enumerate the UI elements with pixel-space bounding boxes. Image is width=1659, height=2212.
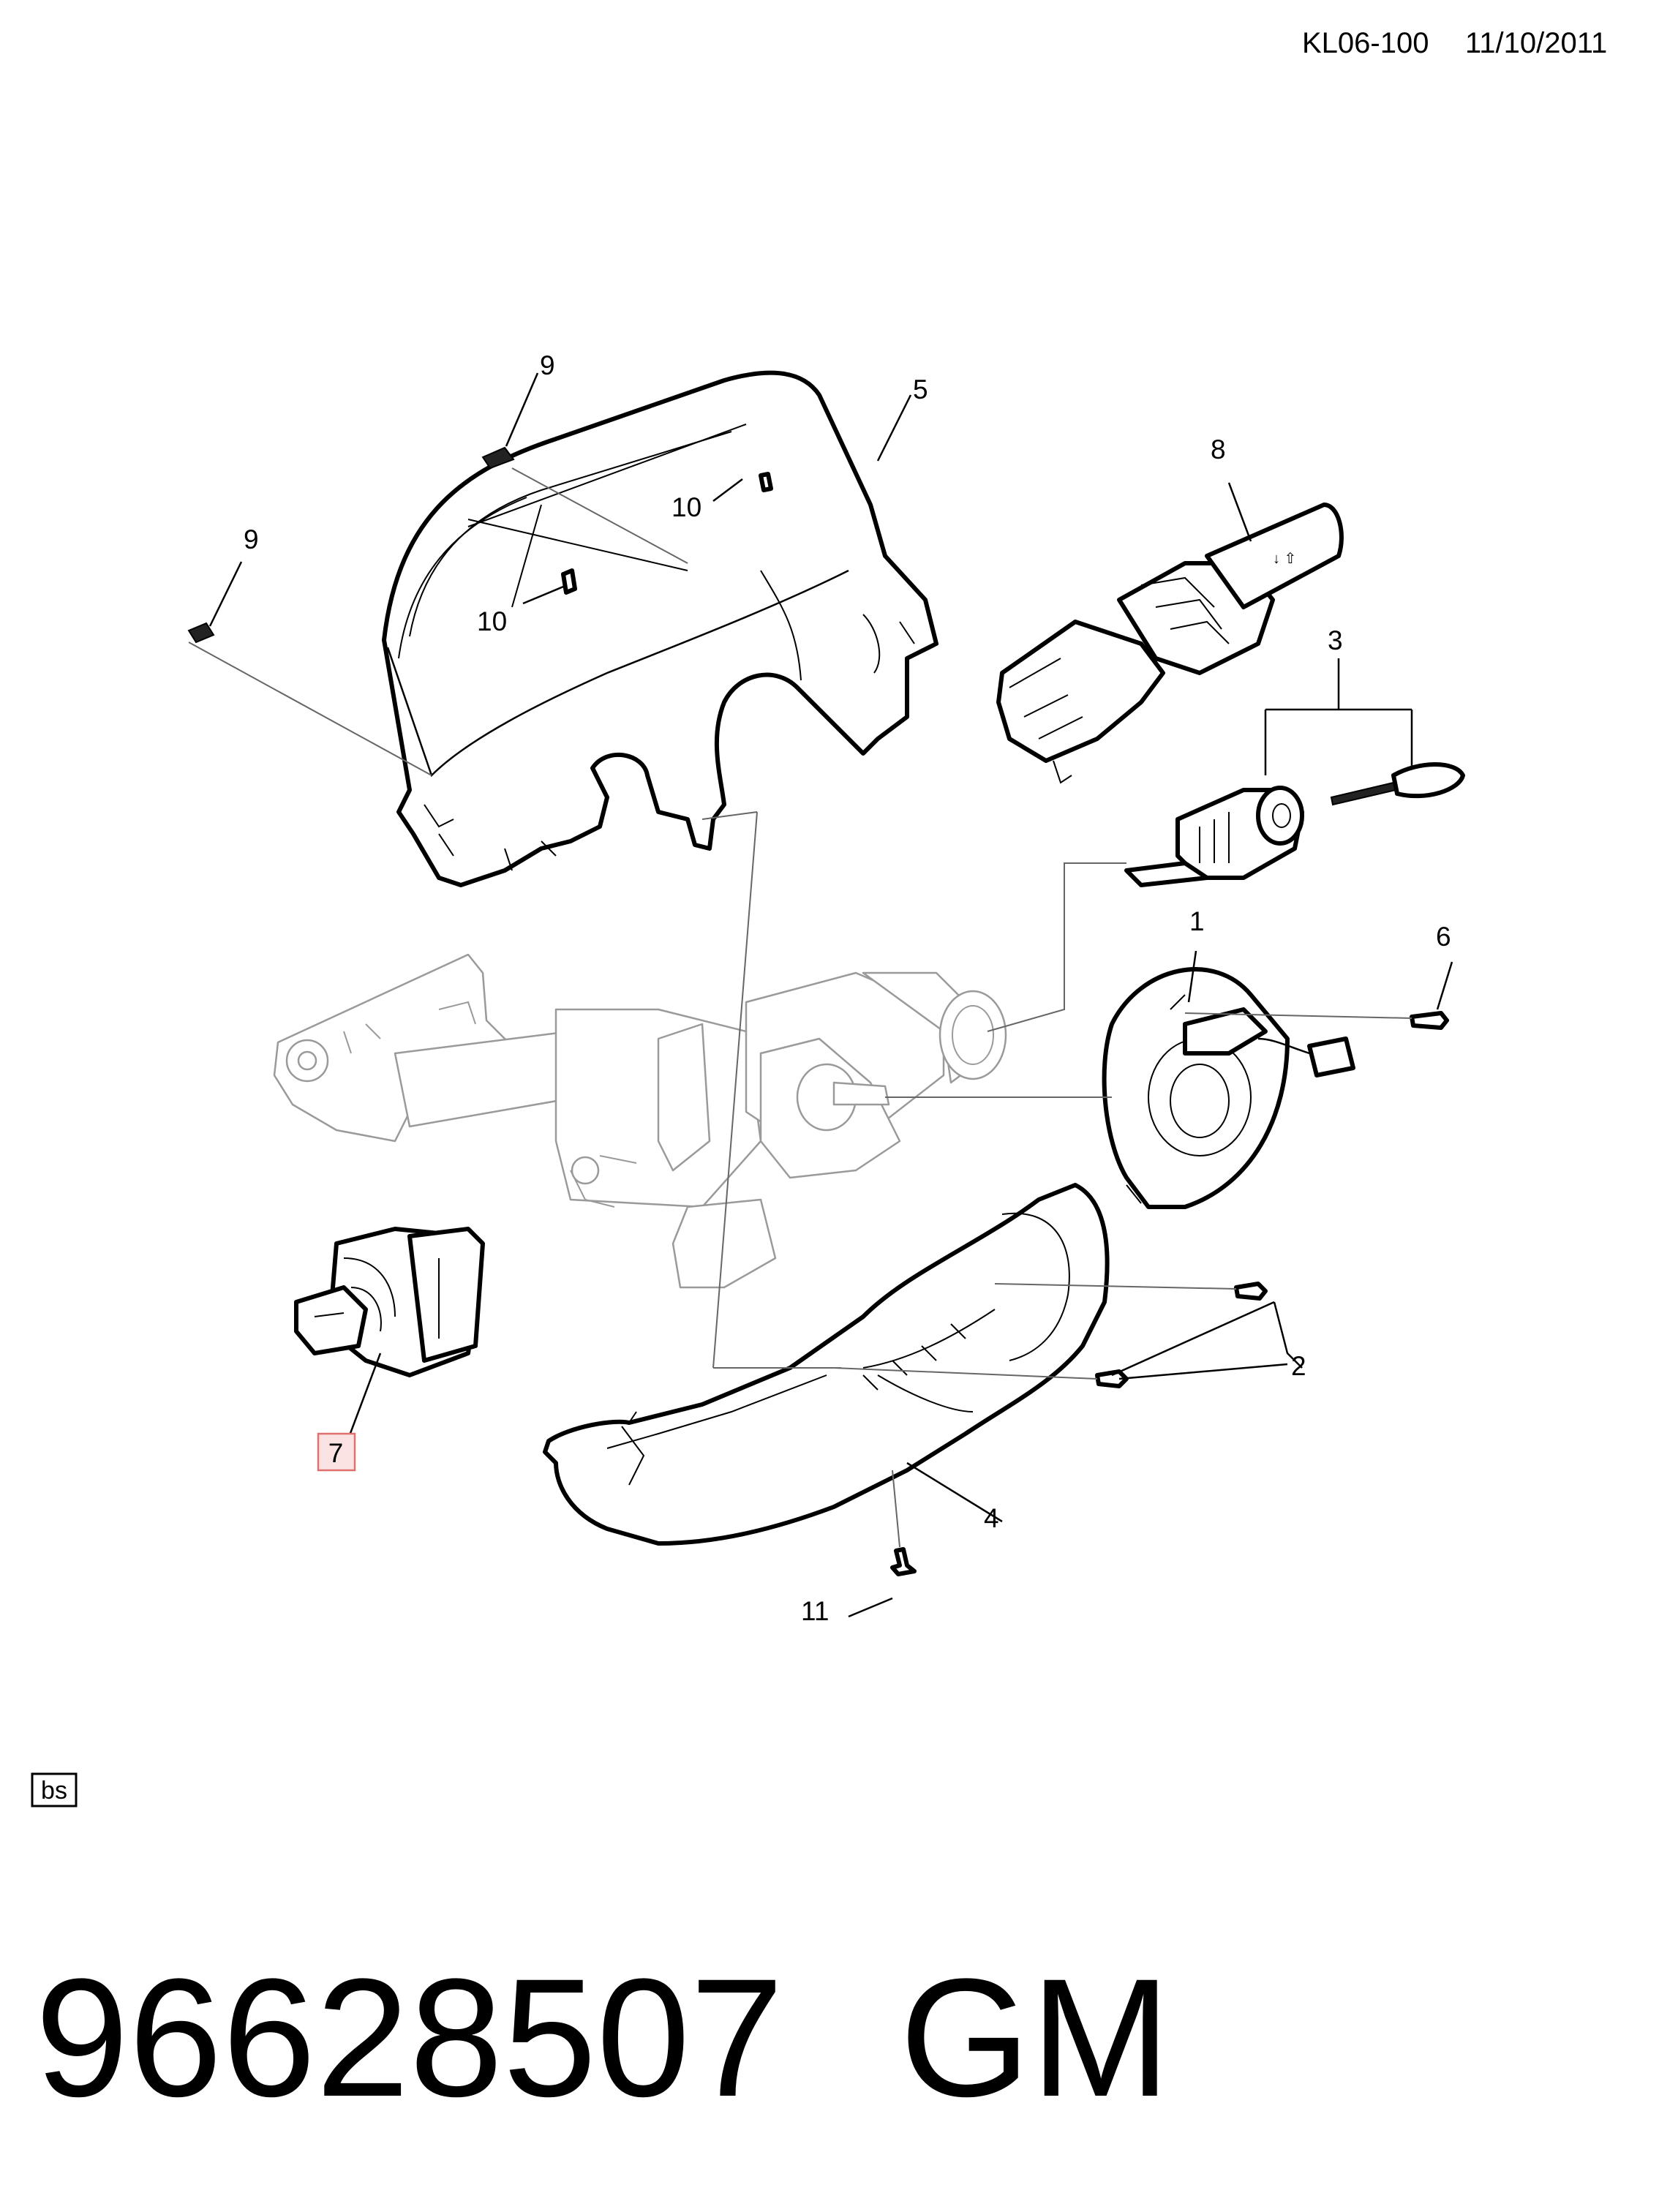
tag-box	[31, 1772, 78, 1807]
callout-6: 6	[1436, 922, 1451, 952]
screw-6	[1410, 1011, 1449, 1030]
part-number: 96628507	[35, 1944, 783, 2132]
brand-label: GM	[900, 1944, 1171, 2132]
callout-4: 4	[984, 1503, 999, 1533]
screw-2-upper	[1234, 1282, 1268, 1301]
diagram-date: 11/10/2011	[1465, 27, 1607, 59]
upper-column-cover	[382, 370, 938, 887]
callout-3: 3	[1328, 625, 1343, 655]
clip-9-upper	[481, 446, 515, 470]
diagram-ref-code: KL06-100	[1302, 27, 1429, 59]
callout-11: 11	[801, 1596, 829, 1626]
callout-10-upper: 10	[672, 492, 701, 522]
callout-2: 2	[1291, 1351, 1306, 1381]
leader-lines	[188, 372, 1453, 1618]
clock-spring	[1102, 967, 1355, 1209]
wiper-switch	[294, 1227, 485, 1377]
fastener-10-left	[561, 568, 577, 595]
callout-7: 7	[328, 1438, 344, 1468]
ignition-lock-cylinder	[1124, 786, 1304, 887]
callout-8: 8	[1211, 434, 1226, 464]
turn-signal-switch: ↓ ⇧	[996, 503, 1344, 784]
clip-9-left	[187, 622, 215, 644]
screw-2-lower	[1095, 1369, 1129, 1388]
fastener-10-right	[759, 472, 773, 492]
callout-5: 5	[913, 375, 928, 405]
callout-1: 1	[1189, 906, 1205, 936]
lower-column-cover	[543, 1183, 1110, 1546]
callout-7-highlight	[317, 1432, 356, 1472]
steering-column-ghost	[273, 953, 1007, 1289]
screw-11	[890, 1547, 917, 1576]
svg-text:↓ ⇧: ↓ ⇧	[1273, 551, 1296, 567]
callout-9-left: 9	[244, 524, 259, 554]
callout-9-upper: 9	[540, 350, 555, 380]
callout-10-lower: 10	[477, 606, 507, 636]
ignition-key	[1330, 762, 1465, 806]
tag-label: bs	[41, 1777, 67, 1805]
